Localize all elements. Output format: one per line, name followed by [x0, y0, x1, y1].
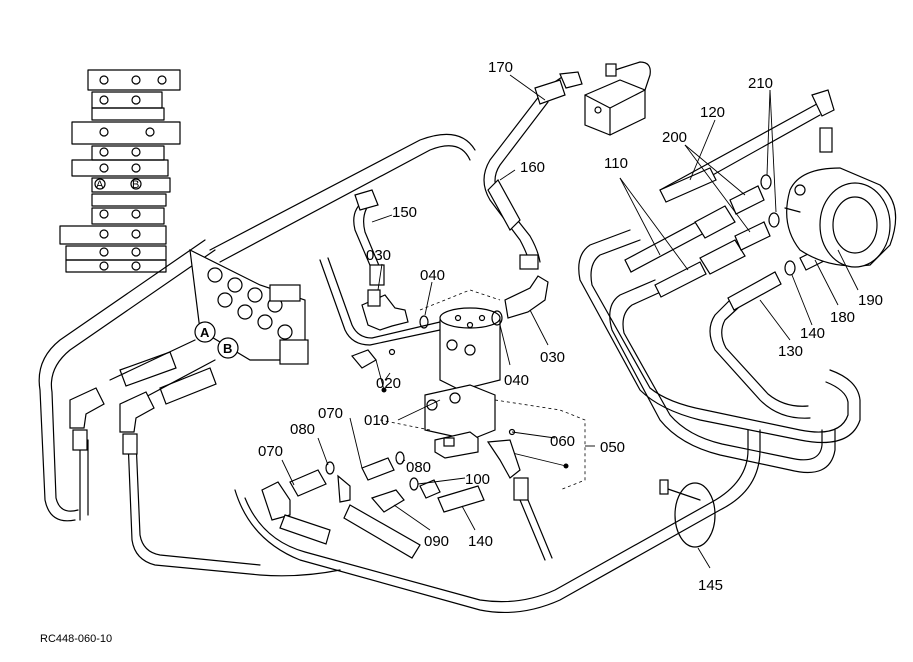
callout-030-right: 030	[540, 349, 565, 366]
callout-050: 050	[600, 439, 625, 456]
callout-080-right: 080	[406, 459, 431, 476]
callout-180: 180	[830, 309, 855, 326]
callout-010: 010	[364, 412, 389, 429]
callout-100: 100	[465, 471, 490, 488]
callout-160: 160	[520, 159, 545, 176]
reference-code: RC448-060-10	[40, 633, 112, 645]
callout-020: 020	[376, 375, 401, 392]
inset-port-a-label: A	[96, 179, 104, 191]
callout-040-left: 040	[420, 267, 445, 284]
callout-070-right: 070	[318, 405, 343, 422]
hydraulic-motor	[784, 167, 897, 268]
callout-040-right: 040	[504, 372, 529, 389]
port-b-label: B	[223, 341, 232, 356]
callout-070-left: 070	[258, 443, 283, 460]
callout-210: 210	[748, 75, 773, 92]
valve-stack-inset: A B	[59, 69, 181, 273]
fittings	[261, 61, 841, 561]
callout-120: 120	[700, 104, 725, 121]
callout-170: 170	[488, 59, 513, 76]
callout-190: 190	[858, 292, 883, 309]
callout-110: 110	[604, 155, 628, 172]
callout-leaders	[281, 74, 859, 569]
control-valve-assembly: A B	[189, 248, 309, 365]
inset-port-b-label: B	[132, 179, 139, 191]
callout-150: 150	[392, 204, 417, 221]
port-a-marker	[194, 321, 216, 343]
callout-200: 200	[662, 129, 687, 146]
callout-140-lower: 140	[468, 533, 493, 550]
callout-090: 090	[424, 533, 449, 550]
callout-080-left: 080	[290, 421, 315, 438]
callout-060: 060	[550, 433, 575, 450]
hose-sleeves-ab	[69, 339, 217, 455]
callout-030-left: 030	[366, 247, 391, 264]
callout-145: 145	[698, 577, 723, 594]
port-b-marker	[217, 337, 239, 359]
flow-divider-block	[379, 289, 586, 491]
callout-130: 130	[778, 343, 803, 360]
callout-labels: 170 160 150 120 210 200 110 030 040 030 …	[258, 59, 883, 594]
port-a-label: A	[200, 325, 210, 340]
callout-140-right: 140	[800, 325, 825, 342]
